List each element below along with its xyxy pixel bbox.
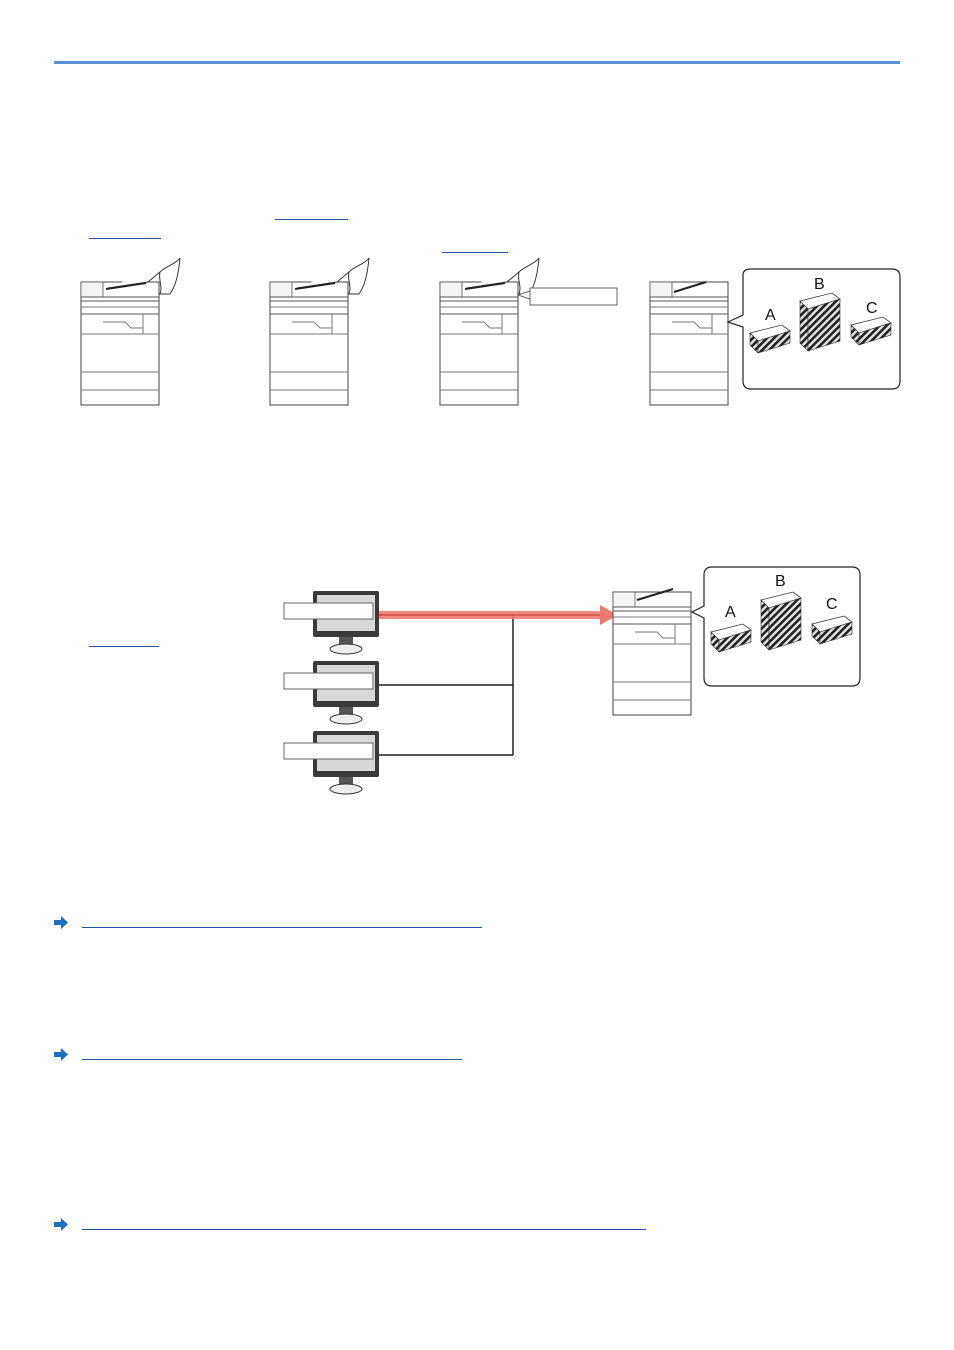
- stack-label-b: B: [775, 573, 786, 590]
- stack-label-a: A: [725, 604, 736, 621]
- computer-monitor-icon: [283, 730, 380, 795]
- workflow-illustration-top: [80, 257, 901, 406]
- paper-stack-icon: [799, 292, 841, 352]
- speech-callout: [516, 287, 618, 306]
- computer-monitor-icon: [283, 660, 380, 725]
- arrow-right-icon: [54, 916, 68, 929]
- output-tray: [673, 281, 707, 293]
- printer-4: [649, 281, 729, 406]
- network-lines: [379, 614, 514, 756]
- stack-label-a: A: [765, 307, 776, 324]
- printer-5: [612, 588, 692, 716]
- link-underline-4[interactable]: [89, 646, 159, 647]
- stack-label-c: C: [866, 300, 878, 317]
- stack-label-b: B: [814, 276, 825, 293]
- link-underline-3[interactable]: [442, 252, 508, 253]
- link-underline[interactable]: [82, 1229, 646, 1230]
- link-underline[interactable]: [82, 1059, 462, 1060]
- transfer-arrow: [379, 605, 618, 625]
- network-illustration-bottom: [283, 566, 861, 795]
- arrow-right-icon: [54, 1048, 68, 1061]
- reference-link-3[interactable]: [54, 1218, 654, 1232]
- paper-stack-icon: [760, 591, 802, 651]
- reference-link-2[interactable]: [54, 1048, 474, 1062]
- link-underline[interactable]: [82, 927, 482, 928]
- output-bubble-2: [690, 566, 861, 687]
- arrow-right-icon: [54, 1218, 68, 1231]
- output-bubble: [726, 268, 901, 390]
- link-underline-2[interactable]: [89, 238, 161, 239]
- printer-3: [439, 281, 519, 406]
- header-rule: [54, 61, 900, 64]
- reference-link-1[interactable]: [54, 916, 494, 930]
- link-underline-1[interactable]: [275, 219, 348, 220]
- stack-label-c: C: [826, 596, 838, 613]
- printer-2: [269, 281, 349, 406]
- printer-1: [80, 281, 160, 406]
- computer-monitor-icon: [283, 590, 380, 655]
